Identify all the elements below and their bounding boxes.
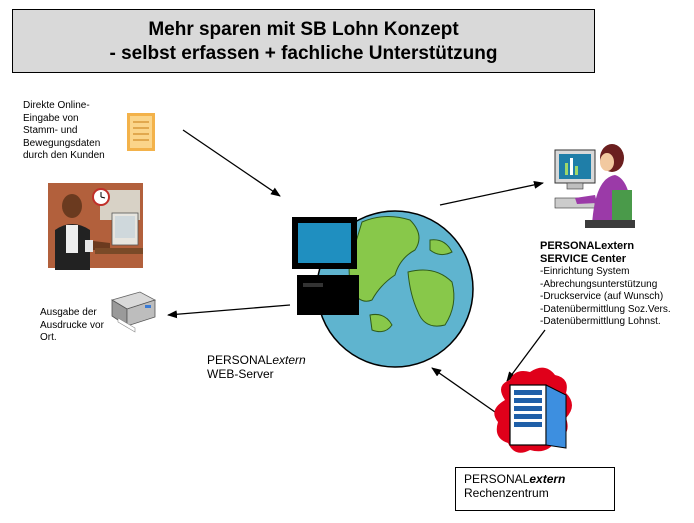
title-line-2: - selbst erfassen + fachliche Unterstütz… (109, 43, 498, 64)
service-item: -Einrichtung System (540, 266, 630, 277)
customer-line: durch den Kunden (23, 150, 105, 161)
service-item: -Datenübermittlung Soz.Vers. (540, 303, 671, 315)
printout-line: Ausgabe der (40, 307, 97, 318)
service-item: -Datenübermittlung Lohnst. (540, 316, 661, 327)
web-server-subtitle: WEB-Server (207, 367, 274, 381)
customer-line: Stamm- und (23, 125, 78, 136)
customer-input-text: Direkte Online- Eingabe von Stamm- und B… (23, 100, 123, 163)
arrow-datacenter-to-server (431, 367, 496, 413)
server-icon (494, 367, 572, 453)
web-server-name: PERSONALextern (207, 353, 306, 367)
datacenter-name-italic: extern (529, 472, 566, 486)
clock-icon (92, 188, 110, 206)
printer-icon (111, 291, 157, 333)
customer-line: Eingabe von (23, 112, 79, 124)
arrow-service-to-datacenter (506, 329, 546, 382)
web-server-name-italic: extern (272, 353, 306, 367)
service-item: -Abrechungsunterstützung (540, 278, 658, 290)
web-server-label: PERSONALextern WEB-Server (207, 353, 306, 381)
service-center-name: PERSONALextern (540, 240, 635, 252)
printout-line: Ausdrucke vor (40, 319, 104, 331)
document-icon (127, 113, 155, 151)
arrow-server-to-printer (167, 304, 291, 319)
printout-text: Ausgabe der Ausdrucke vor Ort. (40, 307, 120, 345)
datacenter-name-plain: PERSONAL (464, 472, 530, 486)
service-center-label: PERSONALextern SERVICE Center -Einrichtu… (540, 240, 690, 329)
datacenter-box: PERSONALextern Rechenzentrum (455, 467, 615, 511)
datacenter-name: PERSONALextern (464, 472, 606, 486)
customer-line: Bewegungsdaten (23, 137, 101, 149)
printout-line: Ort. (40, 332, 57, 343)
title-box: Mehr sparen mit SB Lohn Konzept - selbst… (12, 9, 595, 73)
arrow-server-to-service (439, 180, 544, 206)
monitor-icon (292, 217, 359, 315)
operator-icon (554, 144, 635, 228)
service-center-subtitle: SERVICE Center (540, 253, 626, 265)
web-server-name-plain: PERSONAL (207, 353, 273, 367)
title-line-1: Mehr sparen mit SB Lohn Konzept (148, 19, 459, 40)
arrow-customer-to-server (182, 129, 281, 197)
service-item: -Druckservice (auf Wunsch) (540, 291, 664, 302)
customer-line: Direkte Online- (23, 100, 90, 111)
datacenter-subtitle: Rechenzentrum (464, 486, 549, 500)
